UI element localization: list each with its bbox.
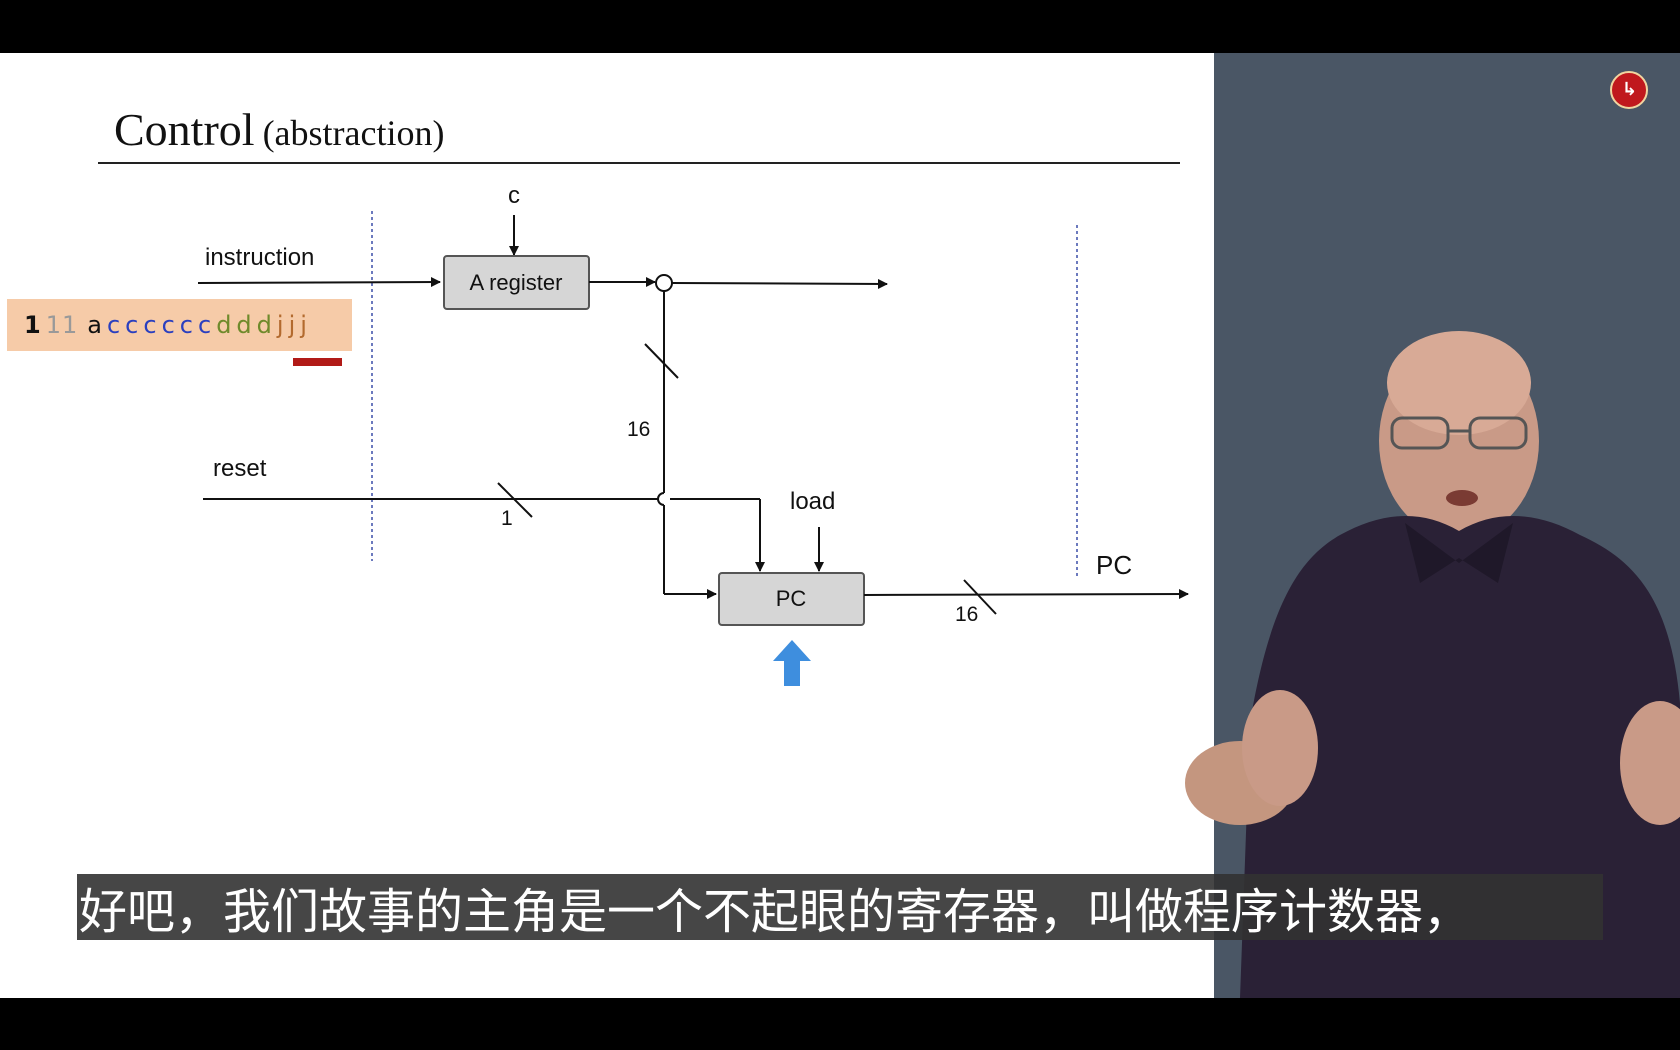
bit-c: c <box>125 311 140 339</box>
label-reset: reset <box>213 455 267 482</box>
width-1: 1 <box>501 507 513 530</box>
presenter-mouth <box>1446 490 1478 506</box>
logo-glyph-icon: ↳ <box>1622 79 1638 100</box>
control-diagram: c instruction A register 16 reset 1 load <box>197 182 1189 686</box>
channel-logo-icon: ↳ <box>1610 71 1648 109</box>
pc-block-label: PC <box>776 586 807 611</box>
slide-title: Control(abstraction) <box>114 103 444 156</box>
bit-j: j <box>288 311 297 339</box>
pc-out-arrow <box>863 589 1189 600</box>
bit-unused: 11 <box>45 311 79 339</box>
subtitle-bar: 好吧，我们故事的主角是一个不起眼的寄存器，叫做程序计数器， <box>77 874 1603 940</box>
bit-c: c <box>161 311 176 339</box>
width-16a: 16 <box>627 418 650 441</box>
title-rule <box>98 162 1180 164</box>
width-slash-16b <box>963 579 997 615</box>
label-pc-out: PC <box>1096 550 1132 580</box>
slide: Control(abstraction) c instruction A reg… <box>0 53 1214 998</box>
bit-c: c <box>106 311 122 339</box>
bit-j: j <box>276 311 285 339</box>
crossover-hop <box>657 492 665 506</box>
presenter-hand-right <box>1620 701 1680 825</box>
bit-d: d <box>236 311 253 339</box>
pc-highlight-arrow <box>773 640 811 686</box>
width-slash-16a <box>644 343 679 379</box>
bit-d: d <box>256 311 273 339</box>
bit-a: a <box>87 311 103 339</box>
label-instruction: instruction <box>205 244 314 271</box>
junction-node <box>655 274 673 292</box>
a-register-label: A register <box>470 270 563 295</box>
video-frame[interactable]: Control(abstraction) c instruction A reg… <box>0 53 1680 998</box>
width-slash-1 <box>497 482 533 518</box>
jump-bits-underline <box>293 358 342 366</box>
presenter-scalp <box>1387 331 1531 435</box>
label-load: load <box>790 488 835 515</box>
label-c: c <box>508 182 520 209</box>
presenter-collar <box>1405 523 1513 583</box>
presenter-glasses-right <box>1468 416 1528 450</box>
bit-d: d <box>216 311 233 339</box>
presenter-glasses-left <box>1390 416 1450 450</box>
slide-title-sub: (abstraction) <box>262 113 445 153</box>
a-forward-arrow <box>671 278 888 289</box>
bit-c: c <box>143 311 158 339</box>
bit-opcode: 1 <box>24 311 42 339</box>
presenter-hand-left <box>1242 690 1318 806</box>
slide-title-main: Control <box>114 104 255 155</box>
bit-j: j <box>300 311 308 339</box>
instruction-bits: 1 11 a c c c c c c d d d j j j <box>7 299 352 351</box>
bit-c: c <box>179 311 194 339</box>
instruction-arrow <box>197 277 441 288</box>
pc-block <box>718 572 865 626</box>
subtitle-text: 好吧，我们故事的主角是一个不起眼的寄存器，叫做程序计数器， <box>79 884 1472 940</box>
bit-c: c <box>197 311 213 339</box>
width-16b: 16 <box>955 603 978 626</box>
